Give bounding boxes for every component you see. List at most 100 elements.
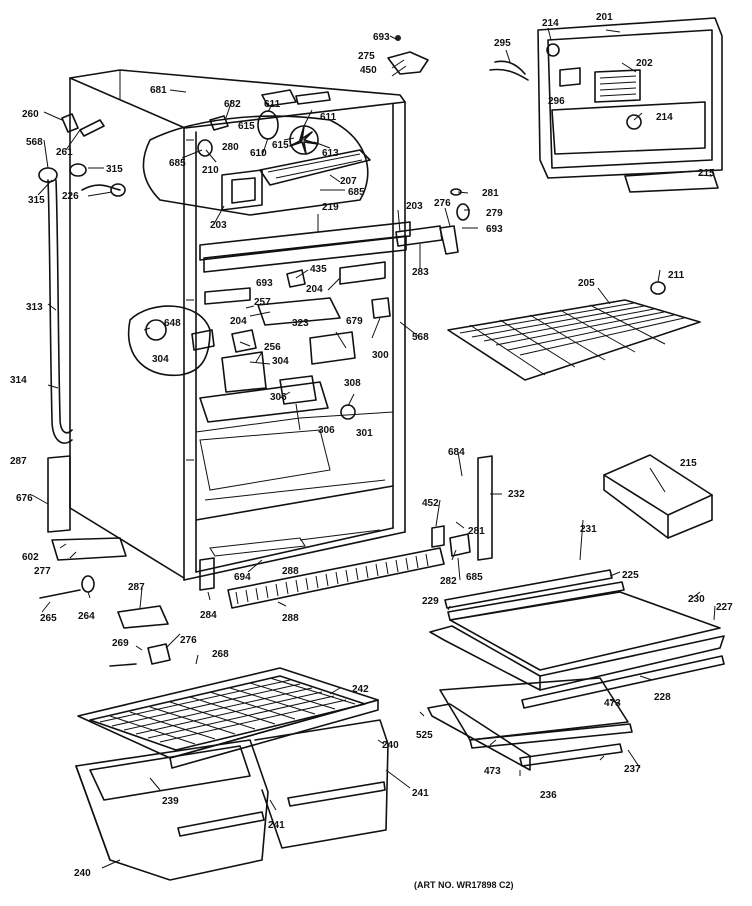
- label-232: 232: [508, 489, 525, 500]
- label-231: 231: [580, 524, 597, 535]
- label-315: 315: [106, 164, 123, 175]
- label-323: 323: [292, 318, 309, 329]
- water-tubing: [38, 113, 126, 444]
- hinge-parts: [387, 35, 470, 255]
- label-435: 435: [310, 264, 327, 275]
- label-261: 261: [56, 147, 73, 158]
- label-693: 693: [373, 32, 390, 43]
- label-276: 276: [434, 198, 451, 209]
- label-277: 277: [34, 566, 51, 577]
- art-number: (ART NO. WR17898 C2): [414, 880, 514, 890]
- label-204-b: 204: [230, 316, 247, 327]
- label-225: 225: [622, 570, 639, 581]
- label-682: 682: [224, 99, 241, 110]
- label-256: 256: [264, 342, 281, 353]
- label-296: 296: [548, 96, 565, 107]
- label-257: 257: [254, 297, 271, 308]
- label-280: 280: [222, 142, 239, 153]
- label-287-b: 287: [128, 582, 145, 593]
- label-295: 295: [494, 38, 511, 49]
- label-685-b: 685: [348, 187, 365, 198]
- label-241-b: 241: [268, 820, 285, 831]
- label-450: 450: [360, 65, 377, 76]
- label-306: 306: [270, 392, 287, 403]
- label-260: 260: [22, 109, 39, 120]
- label-229: 229: [422, 596, 439, 607]
- label-268: 268: [212, 649, 229, 660]
- label-281-b: 281: [468, 526, 485, 537]
- label-602: 602: [22, 552, 39, 563]
- label-315-b: 315: [28, 195, 45, 206]
- label-205: 205: [578, 278, 595, 289]
- wire-shelf-205: [447, 281, 701, 381]
- label-240: 240: [382, 740, 399, 751]
- label-288-b: 288: [282, 613, 299, 624]
- label-211: 211: [668, 270, 685, 281]
- label-240-b: 240: [74, 868, 91, 879]
- label-694: 694: [234, 572, 251, 583]
- label-230: 230: [688, 594, 705, 605]
- label-304: 304: [152, 354, 169, 365]
- label-613: 613: [322, 148, 339, 159]
- lower-parts: [39, 455, 445, 667]
- label-236: 236: [540, 790, 557, 801]
- label-301: 301: [356, 428, 373, 439]
- label-685: 685: [169, 158, 186, 169]
- crisper-cover-and-drawers: [75, 667, 389, 881]
- label-568: 568: [26, 137, 43, 148]
- label-473-b: 473: [484, 766, 501, 777]
- label-308: 308: [344, 378, 361, 389]
- label-210: 210: [202, 165, 219, 176]
- label-610: 610: [250, 148, 267, 159]
- label-300: 300: [372, 350, 389, 361]
- control-housing-panel: [489, 17, 723, 193]
- label-219: 219: [322, 202, 339, 213]
- label-275: 275: [358, 51, 375, 62]
- label-276-b: 276: [180, 635, 197, 646]
- label-203-b: 203: [406, 201, 423, 212]
- label-237: 237: [624, 764, 641, 775]
- label-304-b: 304: [272, 356, 289, 367]
- label-214: 214: [542, 18, 559, 29]
- label-239: 239: [162, 796, 179, 807]
- label-204: 204: [306, 284, 323, 295]
- label-679: 679: [346, 316, 363, 327]
- label-693-c: 693: [486, 224, 503, 235]
- label-283: 283: [412, 267, 429, 278]
- label-615-b: 615: [272, 140, 289, 151]
- label-201: 201: [596, 12, 613, 23]
- label-473: 473: [604, 698, 621, 709]
- label-648: 648: [164, 318, 181, 329]
- label-281: 281: [482, 188, 499, 199]
- label-681: 681: [150, 85, 167, 96]
- label-226: 226: [62, 191, 79, 202]
- label-279: 279: [486, 208, 503, 219]
- label-228: 228: [654, 692, 671, 703]
- label-202: 202: [636, 58, 653, 69]
- label-452: 452: [422, 498, 439, 509]
- label-203: 203: [210, 220, 227, 231]
- label-611-b: 611: [320, 112, 337, 123]
- label-306-b: 306: [318, 425, 335, 436]
- label-269: 269: [112, 638, 129, 649]
- label-313: 313: [26, 302, 43, 313]
- part-number-labels: 693 275 450 681 682 611 611 615 280 685 …: [10, 12, 733, 890]
- label-314: 314: [10, 375, 27, 386]
- label-215: 215: [680, 458, 697, 469]
- label-693-b: 693: [256, 278, 273, 289]
- label-685-c: 685: [466, 572, 483, 583]
- label-242: 242: [352, 684, 369, 695]
- label-288: 288: [282, 566, 299, 577]
- label-282: 282: [440, 576, 457, 587]
- label-264: 264: [78, 611, 95, 622]
- label-615: 615: [238, 121, 255, 132]
- leader-lines: [31, 27, 716, 869]
- label-241: 241: [412, 788, 429, 799]
- label-284: 284: [200, 610, 217, 621]
- door-bin-215: [603, 454, 713, 539]
- label-684: 684: [448, 447, 465, 458]
- label-525: 525: [416, 730, 433, 741]
- glass-shelf-assembly: [427, 455, 725, 771]
